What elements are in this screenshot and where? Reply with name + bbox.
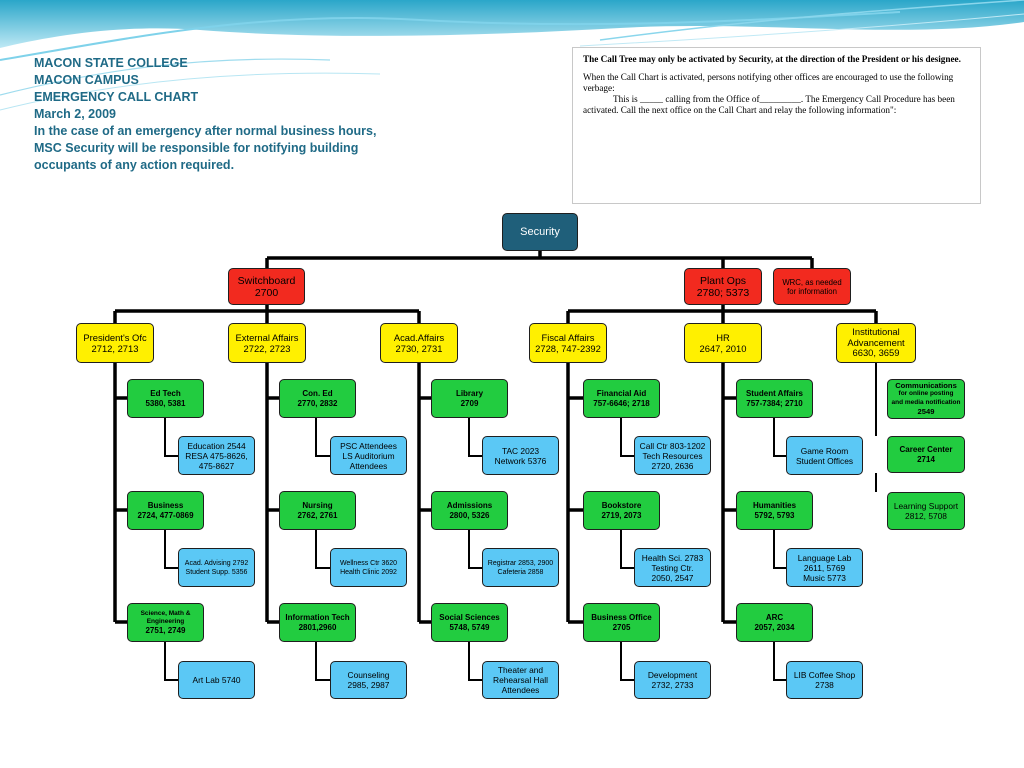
financial-aid-node: Financial Aid 757-6646; 2718 <box>583 379 660 418</box>
career-center-node: Career Center 2714 <box>887 436 965 473</box>
plant-ops-node: Plant Ops 2780; 5373 <box>684 268 762 305</box>
art-lab-node: Art Lab 5740 <box>178 661 255 699</box>
registrar-node: Registrar 2853, 2900 Cafeteria 2858 <box>482 548 559 587</box>
bookstore-node: Bookstore 2719, 2073 <box>583 491 660 530</box>
learning-support-node: Learning Support 2812, 5708 <box>887 492 965 530</box>
instruction-line-2: MSC Security will be responsible for not… <box>34 141 359 155</box>
science-math-engineering-node: Science, Math & Engineering 2751, 2749 <box>127 603 204 642</box>
academic-affairs-node: Acad.Affairs 2730, 2731 <box>380 323 458 363</box>
external-affairs-node: External Affairs 2722, 2723 <box>228 323 306 363</box>
campus-name: MACON CAMPUS <box>34 73 139 87</box>
institutional-advancement-node: Institutional Advancement 6630, 3659 <box>836 323 916 363</box>
psc-attendees-node: PSC Attendees LS Auditorium Attendees <box>330 436 407 475</box>
fiscal-affairs-node: Fiscal Affairs 2728, 747-2392 <box>529 323 607 363</box>
counseling-node: Counseling 2985, 2987 <box>330 661 407 699</box>
presidents-office-node: President's Ofc 2712, 2713 <box>76 323 154 363</box>
business-node: Business 2724, 477-0869 <box>127 491 204 530</box>
notice-activation-rule: The Call Tree may only be activated by S… <box>583 54 961 64</box>
hr-node: HR 2647, 2010 <box>684 323 762 363</box>
notice-script: This is _____ calling from the Office of… <box>583 94 955 115</box>
language-lab-node: Language Lab 2611, 5769 Music 5773 <box>786 548 863 587</box>
wrc-node: WRC, as needed for information <box>773 268 851 305</box>
instruction-line-1: In the case of an emergency after normal… <box>34 124 377 138</box>
security-node: Security <box>502 213 578 251</box>
notice-verbage-intro: When the Call Chart is activated, person… <box>583 72 954 93</box>
chart-header: MACON STATE COLLEGE MACON CAMPUS EMERGEN… <box>34 55 414 174</box>
nursing-node: Nursing 2762, 2761 <box>279 491 356 530</box>
information-tech-node: Information Tech 2801,2960 <box>279 603 356 642</box>
call-center-node: Call Ctr 803-1202 Tech Resources 2720, 2… <box>634 436 711 475</box>
continuing-ed-node: Con. Ed 2770, 2832 <box>279 379 356 418</box>
lib-coffee-shop-node: LIB Coffee Shop 2738 <box>786 661 863 699</box>
health-sciences-node: Health Sci. 2783 Testing Ctr. 2050, 2547 <box>634 548 711 587</box>
development-node: Development 2732, 2733 <box>634 661 711 699</box>
theater-node: Theater and Rehearsal Hall Attendees <box>482 661 559 699</box>
arc-node: ARC 2057, 2034 <box>736 603 813 642</box>
ed-tech-node: Ed Tech 5380, 5381 <box>127 379 204 418</box>
call-tree-notice: The Call Tree may only be activated by S… <box>572 47 981 204</box>
education-node: Education 2544 RESA 475-8626, 475-8627 <box>178 436 255 475</box>
library-node: Library 2709 <box>431 379 508 418</box>
switchboard-node: Switchboard 2700 <box>228 268 305 305</box>
admissions-node: Admissions 2800, 5326 <box>431 491 508 530</box>
tac-network-node: TAC 2023 Network 5376 <box>482 436 559 475</box>
social-sciences-node: Social Sciences 5748, 5749 <box>431 603 508 642</box>
game-room-node: Game Room Student Offices <box>786 436 863 475</box>
business-office-node: Business Office 2705 <box>583 603 660 642</box>
wellness-center-node: Wellness Ctr 3620 Health Clinic 2092 <box>330 548 407 587</box>
chart-date: March 2, 2009 <box>34 107 116 121</box>
instruction-line-3: occupants of any action required. <box>34 158 235 172</box>
student-affairs-node: Student Affairs 757-7384; 2710 <box>736 379 813 418</box>
chart-title: EMERGENCY CALL CHART <box>34 90 199 104</box>
academic-advising-node: Acad. Advising 2792 Student Supp. 5356 <box>178 548 255 587</box>
college-name: MACON STATE COLLEGE <box>34 56 188 70</box>
communications-node: Communications for online posting and me… <box>887 379 965 419</box>
humanities-node: Humanities 5792, 5793 <box>736 491 813 530</box>
